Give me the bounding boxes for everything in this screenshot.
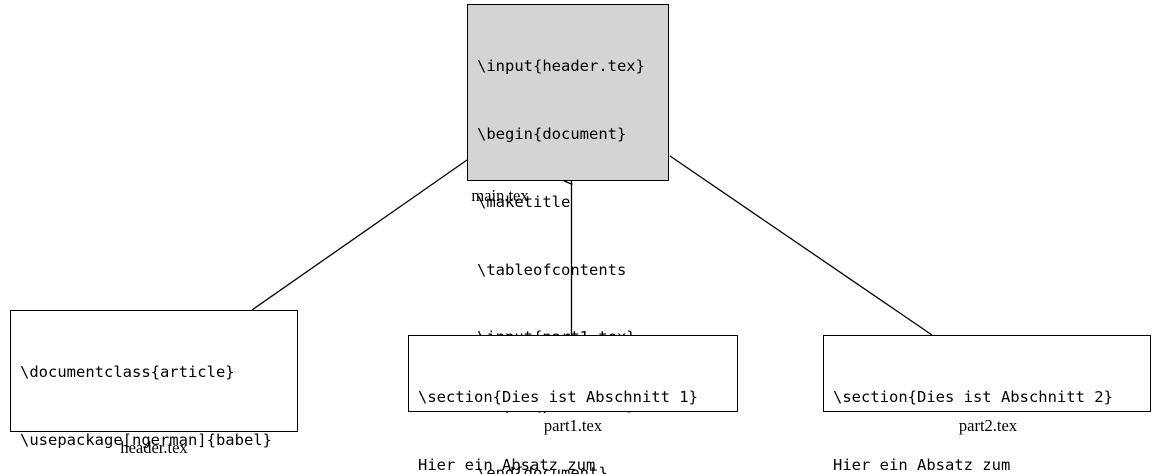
caption-main-tex: main.tex (471, 186, 529, 205)
edge-header-to-main (251, 159, 468, 311)
code-line: \tableofcontents (477, 260, 627, 279)
code-line: \usepackage[ngerman]{babel} (20, 430, 272, 449)
code-line: \section{Dies ist Abschnitt 1} (418, 388, 698, 407)
node-main-tex[interactable]: \input{header.tex} \begin{document} \mak… (467, 4, 669, 474)
caption-part2-tex: part2.tex (958, 416, 1018, 435)
node-part1-tex[interactable]: \section{Dies ist Abschnitt 1} Hier ein … (408, 335, 738, 474)
code-line: \begin{document} (477, 124, 627, 143)
code-line: \maketitle (477, 192, 571, 211)
code-block-header: \documentclass{article} \usepackage[nger… (20, 316, 288, 474)
code-block-part2: \section{Dies ist Abschnitt 2} Hier ein … (833, 341, 1141, 474)
code-line: Hier ein Absatz zum (418, 455, 596, 474)
node-header-tex[interactable]: \documentclass{article} \usepackage[nger… (10, 310, 298, 449)
code-line: \documentclass{article} (20, 363, 235, 382)
edge-part2-to-main (669, 155, 933, 336)
code-line: \end{document} (477, 463, 608, 474)
caption-header-tex: header.tex (120, 438, 188, 457)
node-part2-tex[interactable]: \section{Dies ist Abschnitt 2} Hier ein … (823, 335, 1151, 474)
code-line: \section{Dies ist Abschnitt 2} (833, 388, 1113, 407)
code-line: \input{header.tex} (477, 57, 645, 76)
code-line: Hier ein Absatz zum (833, 455, 1011, 474)
code-block-part1: \section{Dies ist Abschnitt 1} Hier ein … (418, 341, 728, 474)
caption-part1-tex: part1.tex (543, 416, 603, 435)
